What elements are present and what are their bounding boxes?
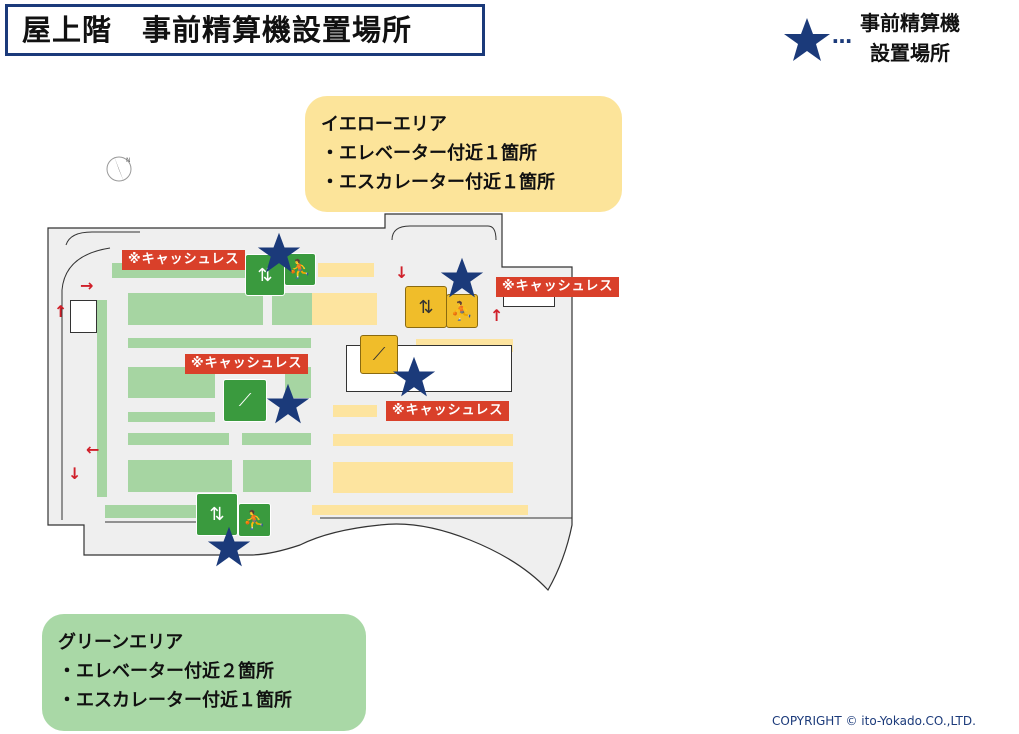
green-parking-area <box>128 412 215 422</box>
yellow-parking-area <box>333 434 513 446</box>
elevator-icon: ⇅ <box>405 286 447 328</box>
yellow-parking-area <box>312 505 528 515</box>
cashless-label: ※キャッシュレス <box>386 401 510 421</box>
green-parking-area <box>272 293 312 325</box>
yellow-area-item: ・エスカレーター付近１箇所 <box>321 172 555 193</box>
page-title: 屋上階 事前精算機設置場所 <box>5 4 485 56</box>
payment-machine-star-icon[interactable] <box>439 255 485 301</box>
legend-star-icon <box>784 18 830 61</box>
yellow-area-item: ・エレベーター付近１箇所 <box>321 143 537 164</box>
cashless-label: ※キャッシュレス <box>496 277 620 297</box>
green-parking-area <box>243 460 311 492</box>
direction-arrow-icon: ↓ <box>68 464 82 483</box>
copyright-text: COPYRIGHT © ito-Yokado.CO.,LTD. <box>772 714 976 728</box>
cashless-label: ※キャッシュレス <box>122 250 246 270</box>
elevator-icon: ⇅ <box>196 493 238 536</box>
direction-arrow-icon: ↓ <box>395 263 409 282</box>
green-parking-area <box>97 300 107 497</box>
yellow-parking-area <box>333 462 513 493</box>
escalator-icon: ⟋ <box>223 379 267 422</box>
yellow-parking-area <box>333 405 377 417</box>
green-area-item: ・エスカレーター付近１箇所 <box>58 690 292 711</box>
payment-machine-star-icon[interactable] <box>206 524 252 570</box>
yellow-parking-area <box>318 263 374 277</box>
stairs-icon: ⛹ <box>446 294 478 328</box>
payment-machine-star-icon[interactable] <box>256 230 302 276</box>
green-parking-area <box>128 460 232 492</box>
green-parking-area <box>128 338 311 348</box>
compass-icon: N <box>106 156 132 182</box>
green-parking-area <box>242 433 311 445</box>
yellow-area-heading: イエローエリア <box>321 114 447 135</box>
direction-arrow-icon: → <box>80 276 94 295</box>
yellow-parking-area <box>312 293 377 325</box>
direction-arrow-icon: ← <box>86 440 100 459</box>
cashless-label: ※キャッシュレス <box>185 354 309 374</box>
yellow-area-info: イエローエリア ・エレベーター付近１箇所 ・エスカレーター付近１箇所 <box>305 96 622 212</box>
payment-machine-star-icon[interactable] <box>265 381 311 427</box>
escalator-icon: ⟋ <box>360 335 398 374</box>
legend-label: 事前精算機設置場所 <box>860 8 960 68</box>
green-parking-area <box>128 293 263 325</box>
payment-machine-star-icon[interactable] <box>391 354 437 400</box>
direction-arrow-icon: ↑ <box>54 302 68 321</box>
green-area-heading: グリーンエリア <box>58 632 184 653</box>
legend-dots: … <box>832 24 852 48</box>
green-area-info: グリーンエリア ・エレベーター付近２箇所 ・エスカレーター付近１箇所 <box>42 614 366 731</box>
green-parking-area <box>105 505 200 518</box>
direction-arrow-icon: ↑ <box>490 306 504 325</box>
green-parking-area <box>128 433 229 445</box>
green-area-item: ・エレベーター付近２箇所 <box>58 661 274 682</box>
legend-line-2: 設置場所 <box>870 41 950 65</box>
structure-block <box>70 300 97 333</box>
svg-text:N: N <box>126 157 131 164</box>
legend-line-1: 事前精算機 <box>860 11 960 35</box>
stairs-icon: ⛹ <box>238 503 271 537</box>
